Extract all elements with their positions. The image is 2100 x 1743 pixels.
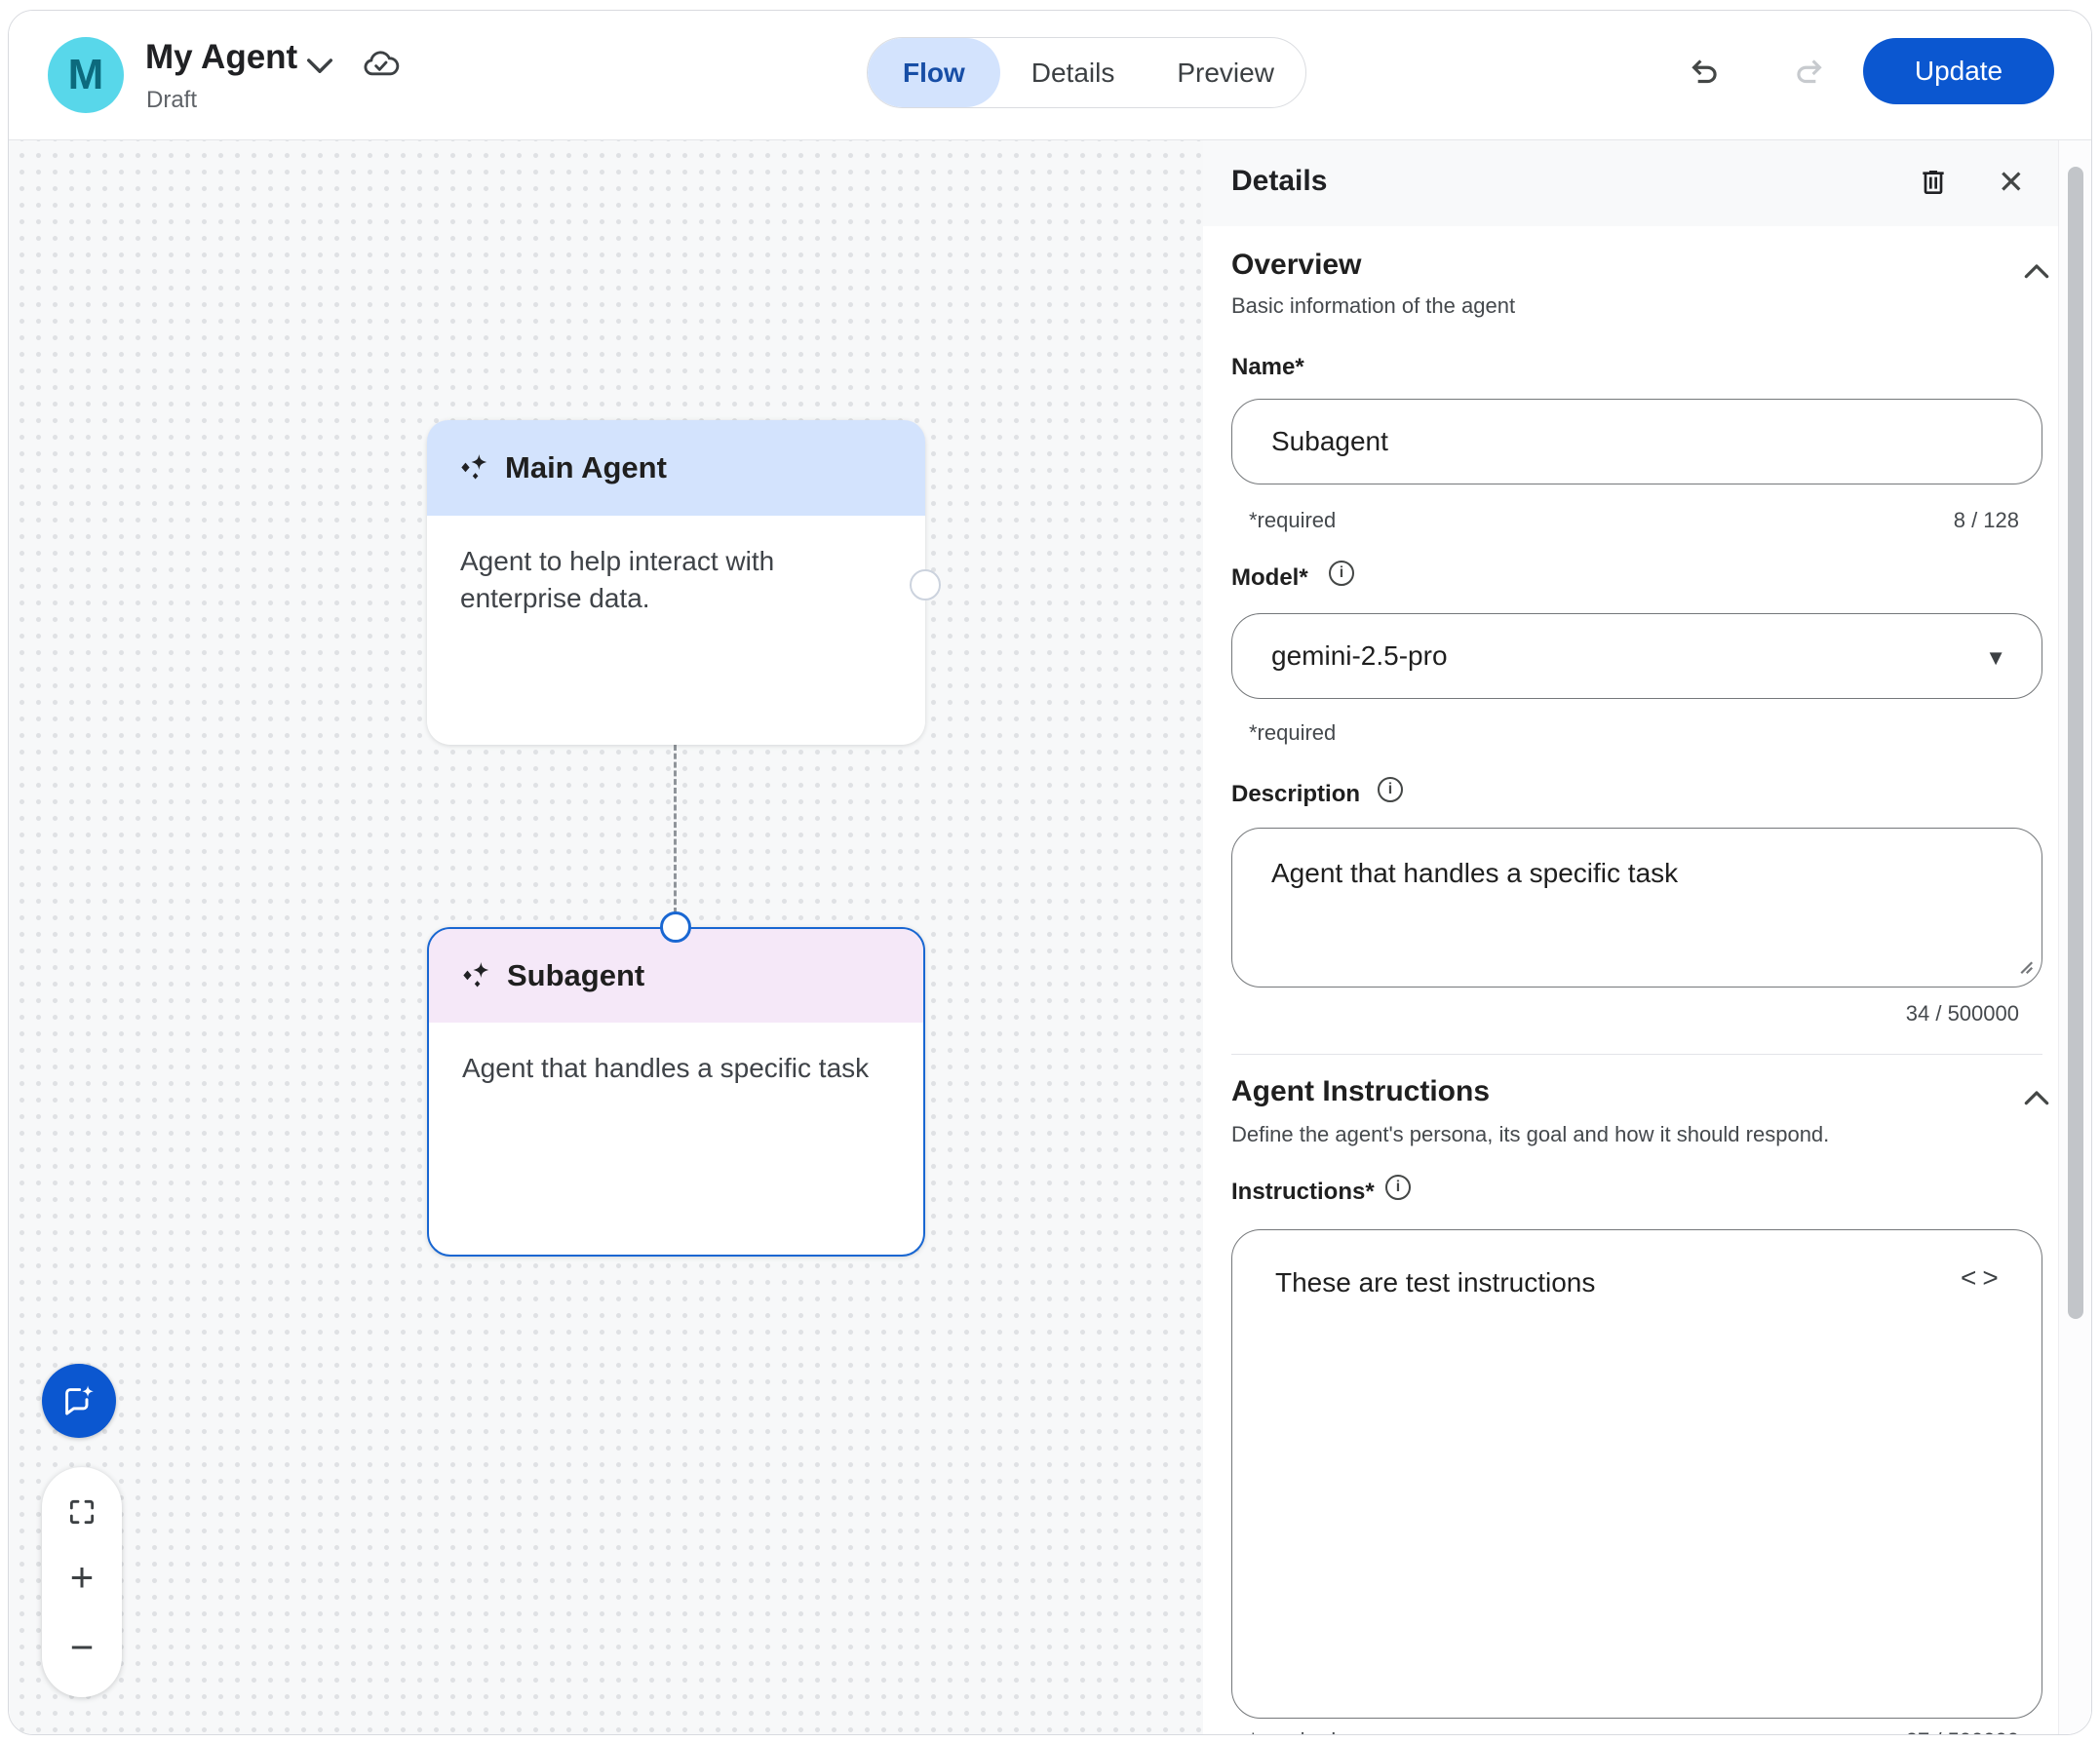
zoom-in-button[interactable]: + xyxy=(69,1554,95,1600)
agent-title: My Agent xyxy=(145,38,298,76)
model-label: Model* xyxy=(1231,564,1308,591)
instructions-label: Instructions* xyxy=(1231,1179,1375,1205)
instructions-textarea[interactable] xyxy=(1231,1229,2042,1719)
zoom-out-button[interactable]: − xyxy=(69,1624,95,1670)
model-required-hint: *required xyxy=(1249,720,1337,745)
update-button[interactable]: Update xyxy=(1863,38,2054,104)
instructions-required-hint: *required xyxy=(1249,1728,1336,1734)
node-description: Agent that handles a specific task xyxy=(462,1053,870,1083)
canvas-zoom-controls: + − xyxy=(42,1467,122,1697)
connector-handle-right[interactable] xyxy=(910,569,941,600)
name-char-counter: 8 / 128 xyxy=(1953,508,2019,532)
node-header: Subagent xyxy=(429,929,923,1023)
agent-connection-edge xyxy=(674,745,677,913)
collapse-overview-icon[interactable] xyxy=(2021,258,2052,282)
overview-subheading: Basic information of the agent xyxy=(1231,293,1516,318)
tab-preview[interactable]: Preview xyxy=(1177,57,1274,88)
fit-screen-icon[interactable] xyxy=(66,1496,97,1528)
app-window: M My Agent Draft Flow Details Preview Up… xyxy=(8,10,2092,1735)
node-subagent[interactable]: Subagent Agent that handles a specific t… xyxy=(427,927,925,1257)
description-label: Description xyxy=(1231,781,1361,807)
chat-sparkle-icon xyxy=(59,1381,98,1420)
close-panel-icon[interactable]: ✕ xyxy=(1998,164,2025,200)
chevron-down-icon[interactable] xyxy=(303,56,336,79)
code-view-icon[interactable]: <> xyxy=(1961,1262,2004,1293)
node-title: Main Agent xyxy=(505,450,667,484)
description-info-icon[interactable]: i xyxy=(1378,777,1403,802)
avatar: M xyxy=(48,37,124,113)
name-input[interactable] xyxy=(1231,399,2042,484)
view-switcher: Flow Details Preview xyxy=(867,37,1306,108)
overview-heading: Overview xyxy=(1231,249,1362,281)
description-textarea[interactable] xyxy=(1231,828,2042,988)
node-title: Subagent xyxy=(507,958,645,992)
tab-details[interactable]: Details xyxy=(1031,57,1115,88)
agent-instructions-heading: Agent Instructions xyxy=(1231,1075,1491,1107)
chat-assistant-button[interactable] xyxy=(42,1364,116,1438)
sparkle-icon xyxy=(460,960,491,991)
instructions-info-icon[interactable]: i xyxy=(1385,1175,1411,1200)
details-panel-header xyxy=(1203,140,2091,226)
node-description: Agent to help interact with enterprise d… xyxy=(460,546,775,613)
name-required-hint: *required xyxy=(1249,508,1337,532)
model-select[interactable]: gemini-2.5-pro ▼ xyxy=(1231,613,2042,699)
status-badge: Draft xyxy=(146,87,198,113)
agent-instructions-subheading: Define the agent's persona, its goal and… xyxy=(1231,1122,1830,1146)
dropdown-caret-icon: ▼ xyxy=(1985,645,2006,670)
undo-icon[interactable] xyxy=(1686,54,1723,91)
cloud-saved-icon xyxy=(362,48,401,79)
node-main-agent[interactable]: Main Agent Agent to help interact with e… xyxy=(427,420,925,745)
instructions-char-counter: 27 / 500000 xyxy=(1231,1728,2019,1734)
section-divider xyxy=(1231,1054,2042,1055)
connector-handle-top[interactable] xyxy=(660,911,691,943)
panel-scrollbar-thumb[interactable] xyxy=(2068,167,2083,1319)
model-select-value: gemini-2.5-pro xyxy=(1271,640,1448,671)
model-info-icon[interactable]: i xyxy=(1329,561,1354,586)
resize-handle-icon[interactable] xyxy=(2013,954,2035,976)
panel-title: Details xyxy=(1231,165,1328,197)
tab-flow[interactable]: Flow xyxy=(868,38,1000,107)
sparkle-icon xyxy=(458,452,489,484)
description-char-counter: 34 / 500000 xyxy=(1905,1001,2019,1026)
delete-agent-icon[interactable] xyxy=(1918,167,1949,198)
flow-canvas[interactable] xyxy=(9,140,1203,1734)
redo-icon[interactable] xyxy=(1791,54,1828,91)
collapse-instructions-icon[interactable] xyxy=(2021,1085,2052,1108)
name-label: Name* xyxy=(1231,354,1304,380)
node-header: Main Agent xyxy=(427,420,925,516)
